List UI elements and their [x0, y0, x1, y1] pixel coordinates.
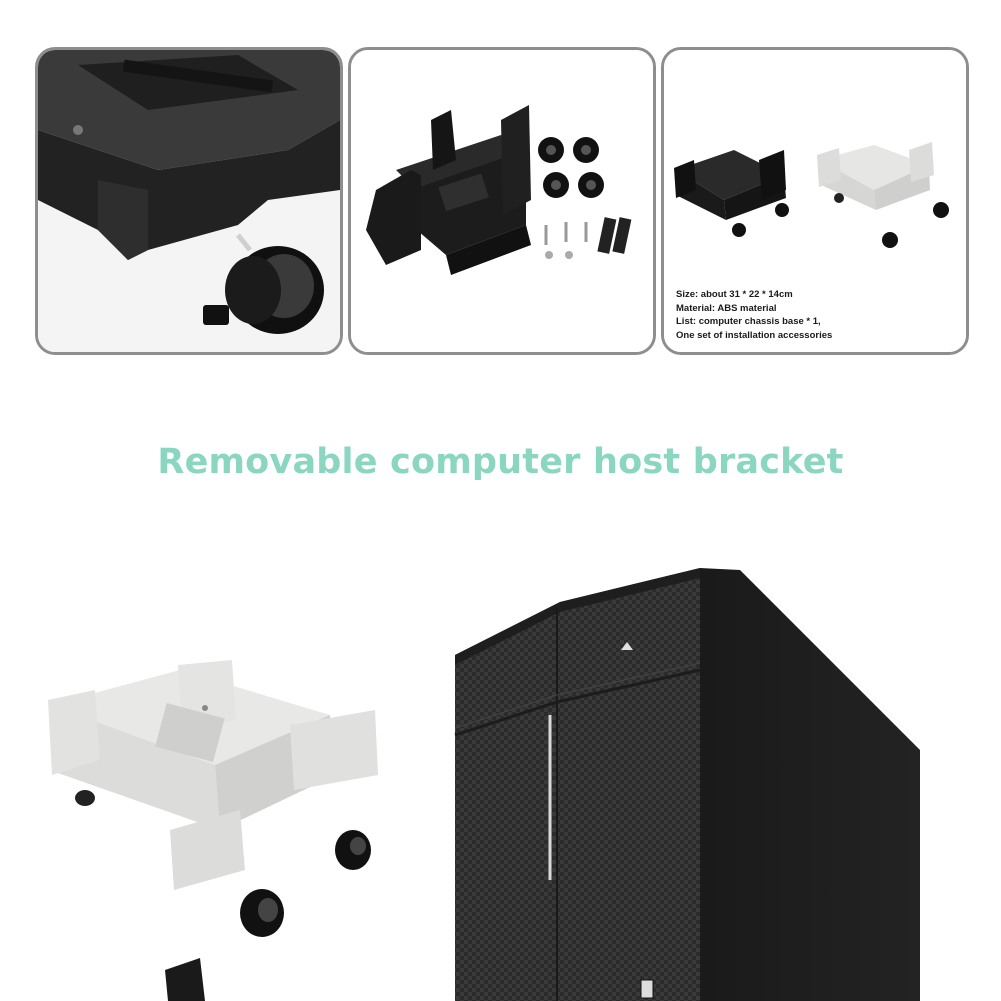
- headline: Removable computer host bracket: [157, 442, 844, 482]
- black-bracket-edge: [165, 958, 205, 1001]
- white-bracket: [48, 660, 378, 937]
- thumbnail-specs: Size: about 31 * 22 * 14cm Material: ABS…: [661, 47, 969, 355]
- brackets-pair-illustration: [664, 50, 966, 352]
- thumbnail-row: Size: about 31 * 22 * 14cm Material: ABS…: [35, 47, 969, 355]
- pc-tower: [454, 568, 920, 1001]
- spec-list: Size: about 31 * 22 * 14cm Material: ABS…: [676, 288, 956, 342]
- hero-illustration: [48, 568, 920, 1001]
- thumbnail-caster-closeup: [35, 47, 343, 355]
- thumbnail-bracket-accessories: [348, 47, 656, 355]
- spec-material: Material: ABS material: [676, 302, 777, 314]
- spec-size: Size: about 31 * 22 * 14cm: [676, 289, 793, 300]
- bracket-accessories-illustration: [351, 50, 653, 352]
- spec-accessories: One set of installation accessories: [676, 329, 833, 341]
- spec-list-contents: List: computer chassis base * 1,: [676, 316, 821, 327]
- hero-scene: [0, 540, 1001, 1001]
- caster-closeup-illustration: [38, 50, 340, 352]
